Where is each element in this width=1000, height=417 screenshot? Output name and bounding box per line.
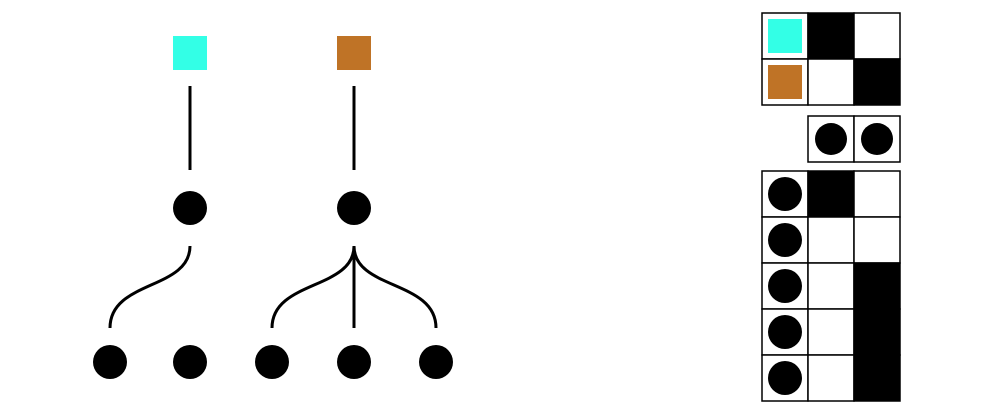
mid-node-dot bbox=[861, 123, 893, 155]
leaf-matrix-cell bbox=[807, 354, 855, 402]
matrix-cell bbox=[853, 12, 901, 60]
matrix-cell bbox=[853, 58, 901, 106]
mid-node-dot bbox=[815, 123, 847, 155]
leaf-node-dot bbox=[768, 361, 802, 395]
leaf-node bbox=[419, 345, 453, 379]
leaf-node bbox=[173, 345, 207, 379]
leaf-node-dot bbox=[768, 223, 802, 257]
mid-node-cyan bbox=[173, 191, 207, 225]
branch-edge bbox=[108, 245, 192, 329]
factor-square-brown bbox=[337, 36, 371, 70]
leaf-node bbox=[255, 345, 289, 379]
leaf-matrix-cell bbox=[807, 216, 855, 264]
leaf-node bbox=[337, 345, 371, 379]
leaf-matrix-cell bbox=[807, 262, 855, 310]
leaf-matrix-cell bbox=[853, 308, 901, 356]
leaf-node bbox=[93, 345, 127, 379]
factor-square-cyan bbox=[173, 36, 207, 70]
leaf-node-dot bbox=[768, 177, 802, 211]
matrix-factor-swatch bbox=[768, 19, 802, 53]
tree-diagram bbox=[93, 36, 453, 379]
matrix-cell bbox=[807, 58, 855, 106]
leaf-matrix-cell bbox=[807, 308, 855, 356]
branch-edge bbox=[352, 245, 438, 329]
leaf-matrix-cell bbox=[853, 262, 901, 310]
leaf-matrix-cell bbox=[853, 354, 901, 402]
leaf-matrix-cell bbox=[853, 216, 901, 264]
leaf-matrix-cell bbox=[853, 170, 901, 218]
matrix-factor-swatch bbox=[768, 65, 802, 99]
leaf-node-dot bbox=[768, 315, 802, 349]
matrix-cell bbox=[807, 12, 855, 60]
leaf-matrix-cell bbox=[807, 170, 855, 218]
branch-edge bbox=[270, 245, 356, 329]
leaf-node-dot bbox=[768, 269, 802, 303]
mid-node-brown bbox=[337, 191, 371, 225]
